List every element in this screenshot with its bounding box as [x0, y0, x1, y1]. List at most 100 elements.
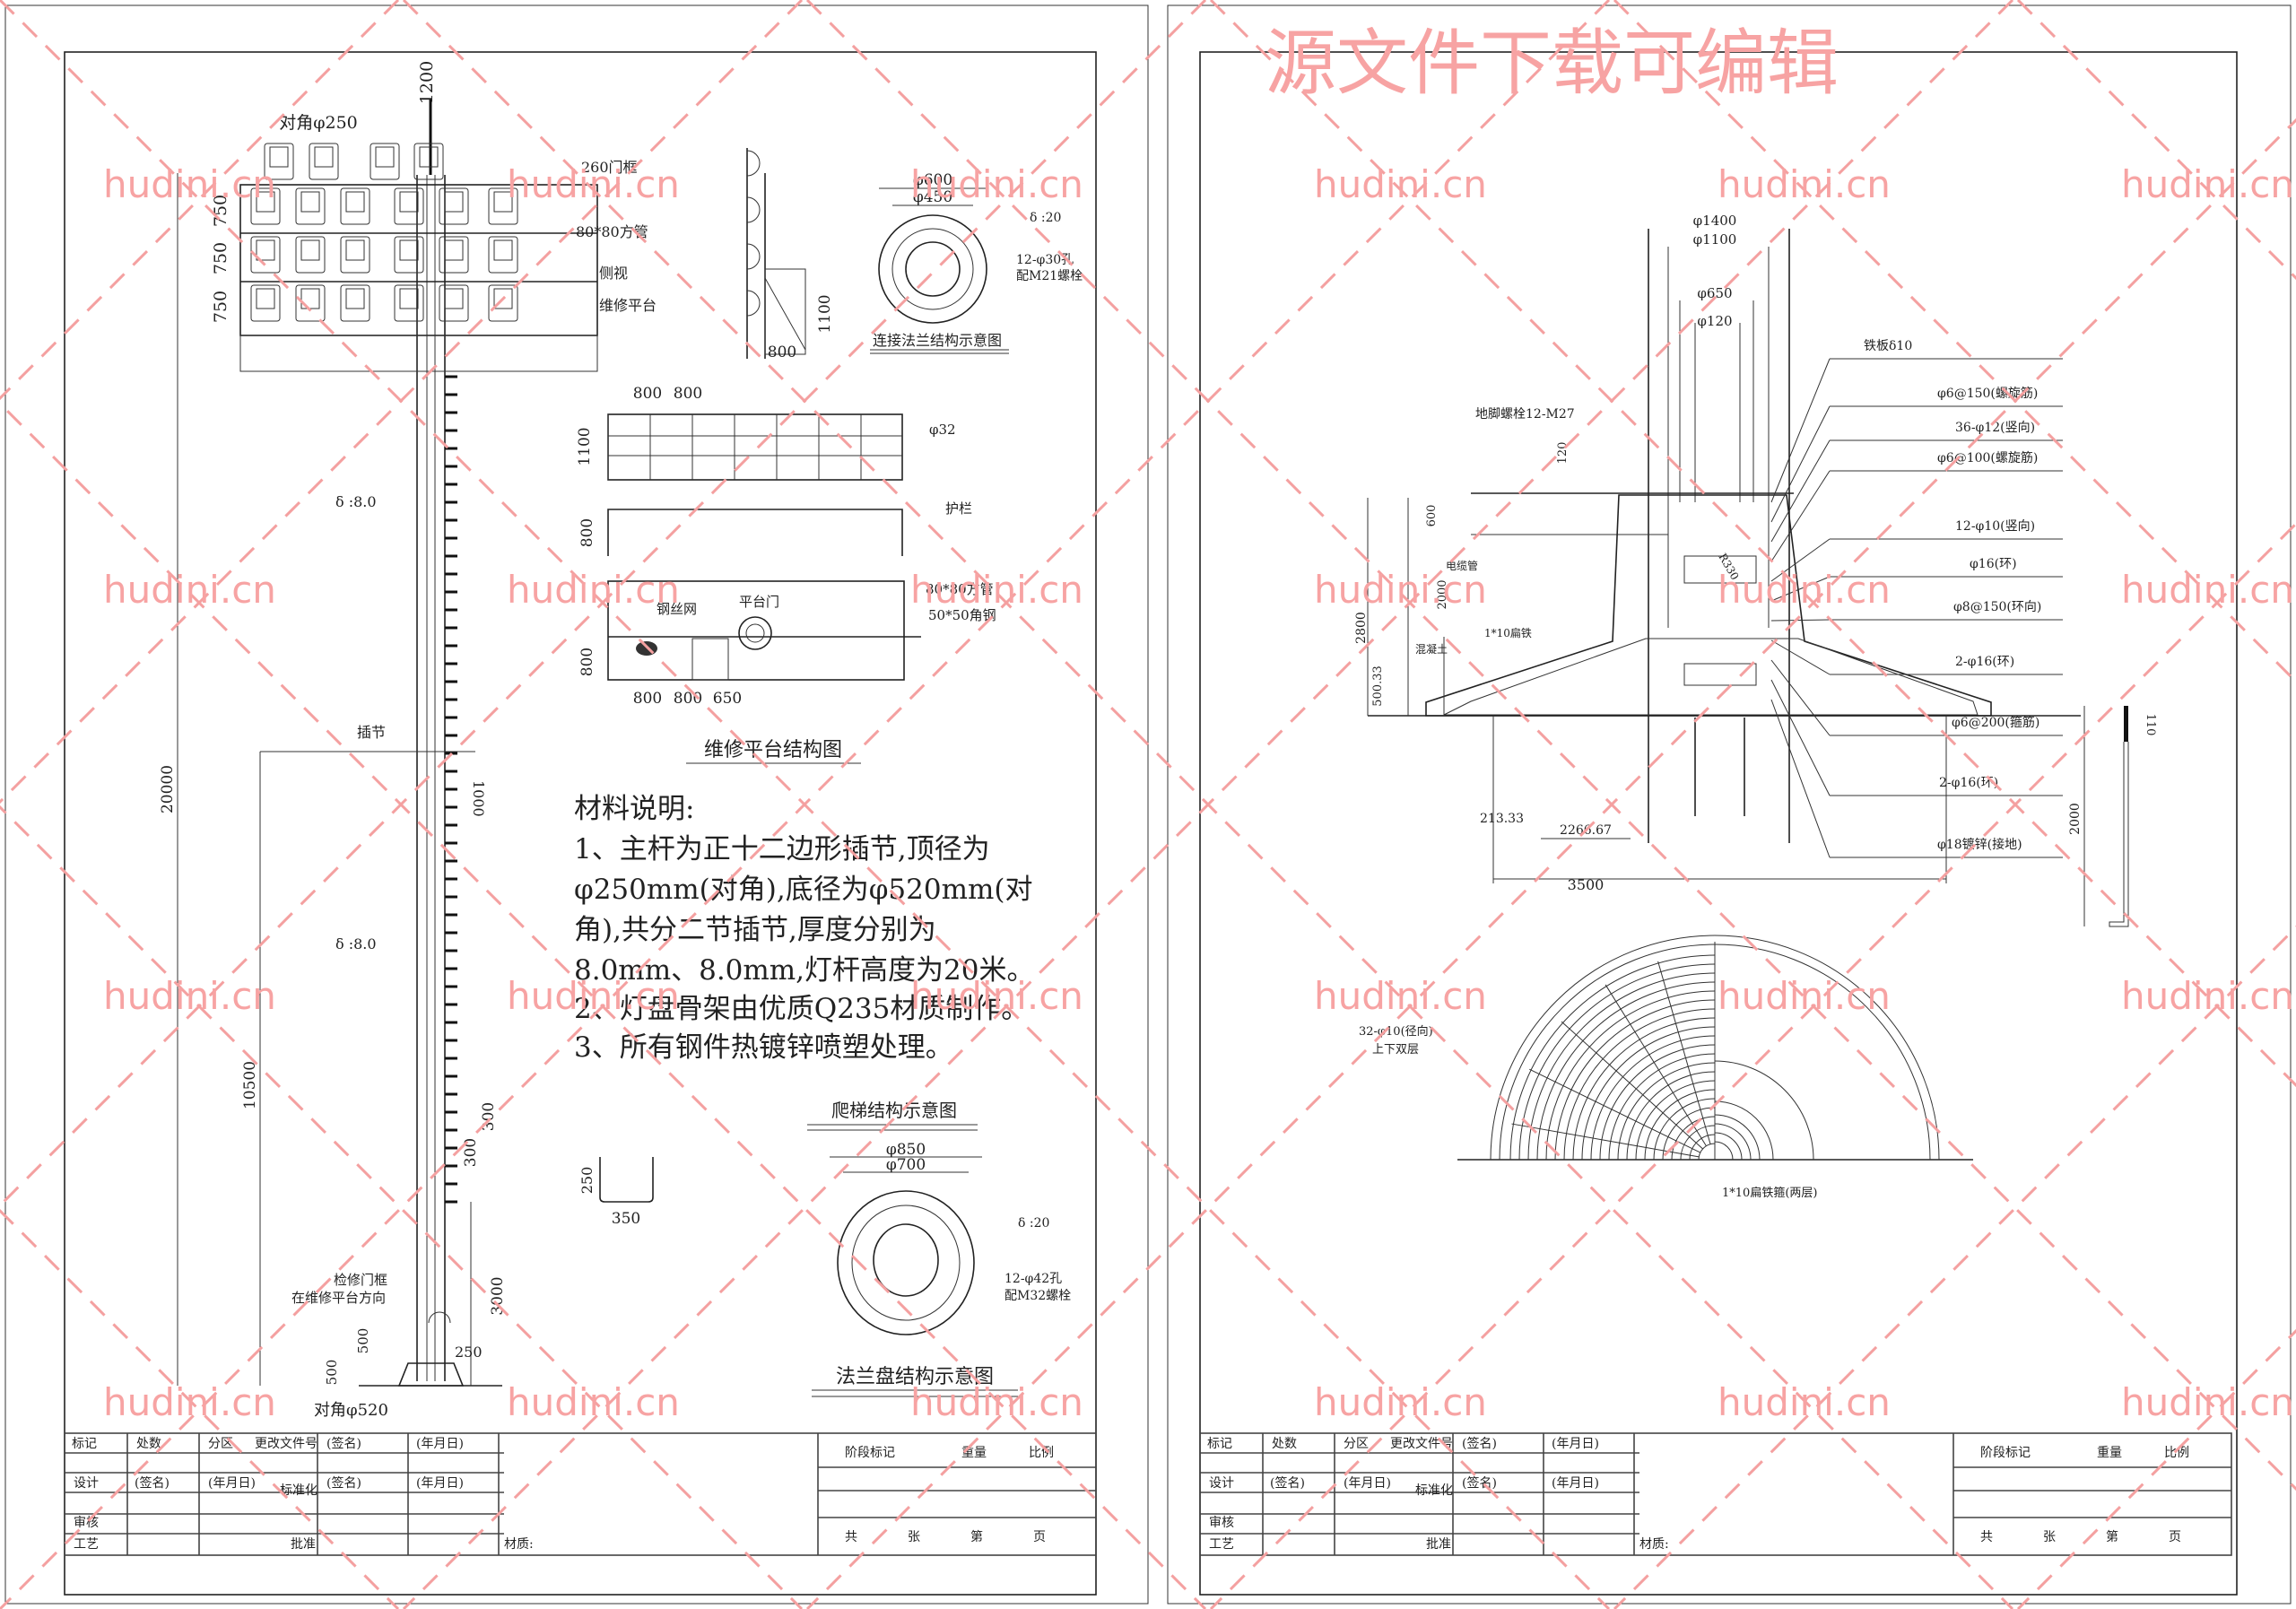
callout-leader — [1770, 405, 1831, 523]
watermark-site: hudini.cn — [2121, 162, 2294, 206]
outer-ring — [1490, 935, 1940, 1161]
platform-structure-title: 维修平台结构图 — [704, 739, 842, 761]
inner-ring — [1714, 1141, 1734, 1161]
watermark-site: hudini.cn — [1314, 568, 1487, 612]
tb-sheet-label: 第 — [970, 1529, 983, 1544]
dim-top-1200: 1200 — [417, 61, 437, 104]
tb-sign: (签名) — [135, 1475, 170, 1491]
floodlight — [488, 187, 518, 225]
dim-side-800: 800 — [768, 344, 796, 361]
tb-header-cell: (年月日) — [416, 1437, 464, 1451]
floodlight — [488, 236, 518, 274]
radial-bar — [1511, 1123, 1700, 1158]
watermark-diagonal — [2016, 0, 2296, 281]
tb-review: 审核 — [1209, 1516, 1234, 1530]
label-platform: 维修平台 — [599, 297, 657, 314]
floodlight — [394, 187, 424, 225]
tb-standard: 标准化 — [280, 1483, 317, 1498]
label-door-frame: 260门框 — [581, 159, 638, 176]
rebar-ring — [1554, 999, 1716, 1161]
notes-heading: 材料说明: — [574, 793, 694, 825]
rebar-ring — [1581, 1026, 1716, 1161]
notes-line-3: 角),共分二节插节,厚度分别为 — [574, 914, 936, 946]
tb-sheet-label: 页 — [2169, 1530, 2181, 1544]
flange-thickness: δ :20 — [1030, 211, 1061, 225]
floodlight — [394, 284, 424, 322]
watermark-site: hudini.cn — [910, 568, 1083, 612]
radial-bar — [1605, 984, 1707, 1147]
callout-3: φ6@100(螺旋筋) — [1937, 450, 2038, 465]
notes-line-6: 3、所有钢件热镀锌喷塑处理。 — [574, 1031, 953, 1064]
floodlight — [340, 187, 370, 225]
ground-rod-top: 110 — [2144, 714, 2157, 736]
dim-2800: 2800 — [1354, 612, 1369, 644]
dim-row-1: 750 — [211, 195, 230, 227]
watermark-site: hudini.cn — [910, 162, 1083, 206]
watermark-site: hudini.cn — [507, 974, 680, 1018]
callout-leader — [1770, 699, 1831, 858]
callout-5: φ16(环) — [1970, 557, 2017, 571]
label-joint: 插节 — [357, 724, 386, 741]
inner-ring — [1714, 1100, 1774, 1161]
tb-approve: 批准 — [1426, 1537, 1451, 1552]
tb-review: 审核 — [74, 1516, 99, 1530]
tb-process: 工艺 — [74, 1537, 99, 1552]
flange-title: 连接法兰结构示意图 — [873, 332, 1002, 349]
radial-bar — [1561, 1021, 1703, 1150]
watermark-diagonal — [402, 0, 2014, 1609]
platform-rail-pipe: φ32 — [929, 422, 956, 438]
tb-header-cell: 更改文件号 — [255, 1437, 317, 1451]
rebar-ring — [1545, 990, 1716, 1161]
watermark-site: hudini.cn — [103, 162, 276, 206]
floodlight — [370, 143, 400, 180]
rebar-ring — [1626, 1071, 1716, 1161]
base-flange-drawing — [812, 1156, 1018, 1397]
callout-leader — [1770, 439, 1831, 543]
tb-header-cell: 标记 — [1207, 1437, 1232, 1451]
callout-4: 12-φ10(竖向) — [1955, 519, 2035, 534]
title-block-border — [64, 1432, 1097, 1556]
watermark-site: hudini.cn — [1314, 162, 1487, 206]
dim-phi-650: φ650 — [1697, 285, 1732, 301]
platform-plan-650: 650 — [713, 690, 742, 708]
callout-leader — [1770, 358, 1831, 503]
dim-door-500-a: 500 — [355, 1328, 371, 1354]
base-flange-holes: 12-φ42孔 — [1004, 1272, 1062, 1286]
material-notes: 材料说明: 1、主杆为正十二边形插节,顶径为 φ250mm(对角),底径为φ52… — [574, 793, 1034, 1064]
left-sheet-frame — [4, 4, 1149, 1605]
side-view-drawing — [746, 148, 806, 359]
rebar-ring — [1653, 1098, 1716, 1161]
rebar-ring — [1536, 981, 1716, 1161]
label-service-door: 检修门框 — [334, 1272, 387, 1288]
plan-radial-bars: 32-φ10(径向) — [1359, 1024, 1433, 1039]
watermark-site: hudini.cn — [1718, 162, 1891, 206]
floodlight-grid — [250, 143, 518, 322]
callout-9: 2-φ16(环) — [1939, 776, 1998, 790]
flange-holes: 12-φ30孔 — [1016, 253, 1074, 267]
platform-structure-drawing — [607, 413, 921, 764]
foundation-plan — [1457, 935, 1973, 1161]
platform-dim-800-a: 800 — [633, 385, 662, 403]
floodlight — [340, 236, 370, 274]
watermark-diagonal — [1209, 521, 2296, 1609]
tb-header-cell: 分区 — [1344, 1437, 1369, 1451]
tb-header-cell: (签名) — [1462, 1436, 1497, 1451]
dim-door-width: 250 — [455, 1344, 483, 1361]
dim-row-2: 750 — [211, 242, 230, 274]
watermark-site: hudini.cn — [507, 162, 680, 206]
dim-2000: 2000 — [1436, 579, 1449, 609]
watermark-diagonal — [0, 0, 1207, 1208]
connecting-flange-drawing — [870, 187, 1009, 354]
watermark-site: hudini.cn — [507, 1380, 680, 1424]
floodlight — [264, 143, 294, 180]
label-80x80-tube: 80*80方管 — [926, 581, 994, 597]
tb-sheet-label: 页 — [1033, 1530, 1046, 1544]
inner-ring — [1714, 1123, 1752, 1161]
tb-design: 设计 — [74, 1476, 99, 1491]
radial-bar — [1529, 1068, 1701, 1153]
dim-600: 600 — [1425, 505, 1439, 527]
callout-7: 2-φ16(环) — [1955, 655, 2014, 669]
label-door-direction: 在维修平台方向 — [291, 1290, 386, 1306]
callout-leader — [1770, 576, 1831, 602]
